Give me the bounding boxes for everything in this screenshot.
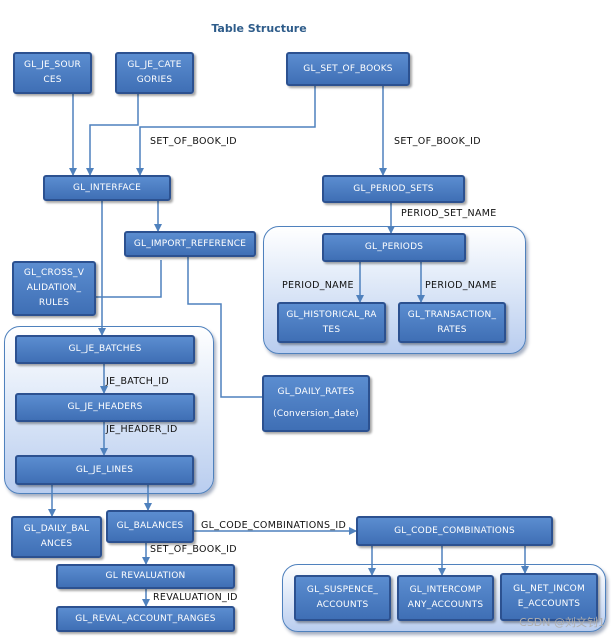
node-gl-intercompany-accounts: GL_INTERCOMP ANY_ACCOUNTS <box>397 575 494 621</box>
node-gl-daily-rates: GL_DAILY_RATES (Conversion_date) <box>262 375 370 432</box>
node-gl-balances: GL_BALANCES <box>106 510 194 543</box>
node-gl-transaction-rates: GL_TRANSACTION_ RATES <box>398 302 506 343</box>
diagram-title: Table Structure <box>211 22 307 35</box>
label-je-header-id: JE_HEADER_ID <box>106 424 178 435</box>
label-set-of-book-id-right: SET_OF_BOOK_ID <box>394 136 481 147</box>
label-revaluation-id: REVALUATION_ID <box>153 592 238 603</box>
label-set-of-book-id-left: SET_OF_BOOK_ID <box>150 136 237 147</box>
node-gl-periods: GL_PERIODS <box>322 233 466 262</box>
node-gl-je-headers: GL_JE_HEADERS <box>15 393 195 422</box>
node-gl-revaluation: GL REVALUATION <box>56 564 235 589</box>
label-gl-code-combinations-id: GL_CODE_COMBINATIONS_ID <box>201 520 347 531</box>
label-period-name-right: PERIOD_NAME <box>425 280 497 291</box>
node-gl-cross-validation-rules: GL_CROSS_V ALIDATION_ RULES <box>12 261 96 316</box>
link-categories-interface <box>86 93 139 176</box>
node-gl-je-batches: GL_JE_BATCHES <box>15 335 195 364</box>
node-gl-import-reference: GL_IMPORT_REFERENCE <box>124 231 256 257</box>
node-gl-code-combinations: GL_CODE_COMBINATIONS <box>356 516 553 546</box>
node-gl-period-sets: GL_PERIOD_SETS <box>322 175 465 203</box>
node-gl-daily-balances: GL_DAILY_BAL ANCES <box>11 516 102 558</box>
node-gl-je-lines: GL_JE_LINES <box>15 455 194 485</box>
label-period-set-name: PERIOD_SET_NAME <box>401 208 497 219</box>
link-books-interface <box>136 85 316 176</box>
node-gl-net-income-accounts: GL_NET_INCOM E_ACCOUNTS <box>500 573 598 621</box>
node-gl-set-of-books: GL_SET_OF_BOOKS <box>286 52 410 86</box>
node-gl-je-sources: GL_JE_SOUR CES <box>13 52 92 94</box>
label-period-name-left: PERIOD_NAME <box>282 280 354 291</box>
node-gl-historical-rates: GL_HISTORICAL_RA TES <box>277 302 386 343</box>
node-gl-interface: GL_INTERFACE <box>43 175 171 201</box>
node-gl-je-categories: GL_JE_CATE GORIES <box>115 52 194 94</box>
node-gl-reval-account-ranges: GL_REVAL_ACCOUNT_RANGES <box>56 606 235 632</box>
link-importref-dailyrates <box>187 256 262 398</box>
label-je-batch-id: JE_BATCH_ID <box>106 376 170 387</box>
link-crossval-batches <box>96 260 162 298</box>
label-set-of-book-id-bottom: SET_OF_BOOK_ID <box>150 544 237 555</box>
node-gl-suspence-accounts: GL_SUSPENCE_ ACCOUNTS <box>294 575 391 621</box>
watermark: CSDN @刘文钊1 <box>519 616 605 629</box>
